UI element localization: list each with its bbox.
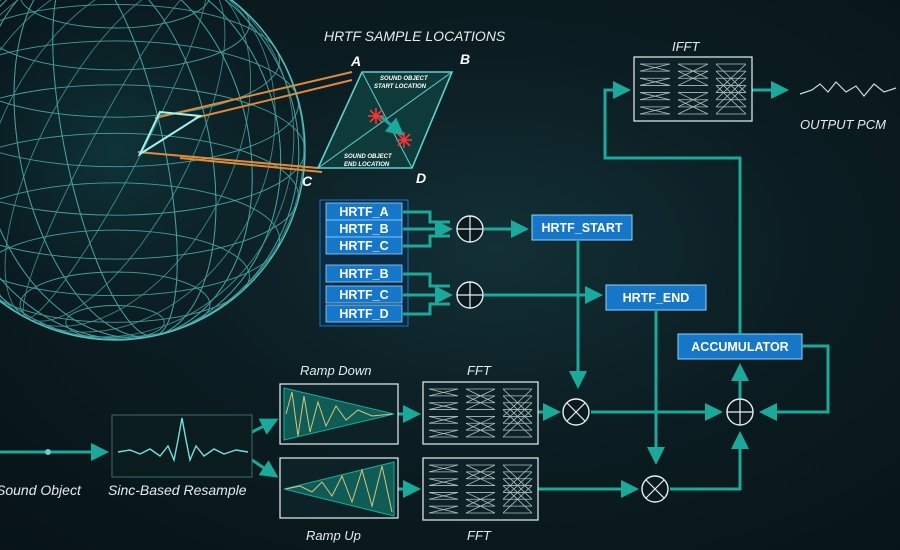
hrtf-input-box [325,264,403,283]
corner-c-label: C [302,173,313,189]
ramp-down-block: Ramp Down [279,363,399,445]
ifft-label: IFFT [672,39,700,54]
fft-bottom-label: FFT [467,528,492,543]
hrtf-input-label: HRTF_C [339,239,388,253]
hrtf-input-label: HRTF_C [339,288,388,302]
end-location-line2: END LOCATION [344,162,390,168]
sound-object-label: Sound Object [0,482,82,498]
sum-node-end [456,281,484,309]
sum-node-accumulate [726,398,754,426]
sphere-sample-patch [137,110,203,157]
output-waveform: OUTPUT PCM [799,81,897,132]
end-marker-icon [396,132,412,148]
ramp-down-label: Ramp Down [300,363,372,378]
main-wires [0,81,830,498]
hrtf-start-block: HRTF_START [531,214,633,241]
start-location-line1: SOUND OBJECT [380,76,429,82]
hrtf-input-box [325,236,403,255]
fft-top-block: FFT [422,363,539,445]
hrtf-start-label: HRTF_START [541,221,622,235]
projection-lines [137,71,353,173]
multiply-node-bottom [641,475,669,503]
start-marker-icon [368,108,384,124]
hrtf-input-label: HRTF_B [339,222,388,236]
sound-object-dot [45,449,51,455]
resample-label: Sinc-Based Resample [108,482,247,498]
start-location-line2: START LOCATION [374,84,427,90]
sample-panel-title: HRTF SAMPLE LOCATIONS [324,28,506,44]
end-location-line1: SOUND OBJECT [344,154,393,160]
output-label: OUTPUT PCM [800,117,886,132]
hrtf-input-stack: HRTF_A HRTF_B HRTF_C HRTF_B HRTF_C HRTF_D [319,199,409,327]
fft-bottom-block: FFT [422,457,539,543]
corner-a-label: A [350,53,361,69]
hrtf-input-label: HRTF_D [339,307,388,321]
sum-node-start [456,215,484,243]
input-wires [403,210,453,316]
resample-block: Sinc-Based Resample [108,414,253,498]
hrtf-end-label: HRTF_END [623,291,690,305]
corner-b-label: B [460,51,470,67]
hrtf-input-label: HRTF_B [339,267,388,281]
hrtf-end-block: HRTF_END [605,284,707,311]
ramp-up-label: Ramp Up [306,528,361,543]
ramp-up-block: Ramp Up [279,457,399,543]
ifft-block: IFFT [633,39,753,122]
hrtf-input-box [325,304,403,323]
corner-d-label: D [416,170,426,186]
hrtf-input-box [325,285,403,304]
wireframe-sphere [0,0,343,378]
hrtf-sample-panel: HRTF SAMPLE LOCATIONS A B C D SOUND OBJE… [302,28,506,189]
accumulator-label: ACCUMULATOR [691,340,788,354]
multiply-node-top [562,398,590,426]
fft-top-label: FFT [467,363,492,378]
hrtf-input-label: HRTF_A [339,205,388,219]
accumulator-block: ACCUMULATOR [677,333,803,360]
